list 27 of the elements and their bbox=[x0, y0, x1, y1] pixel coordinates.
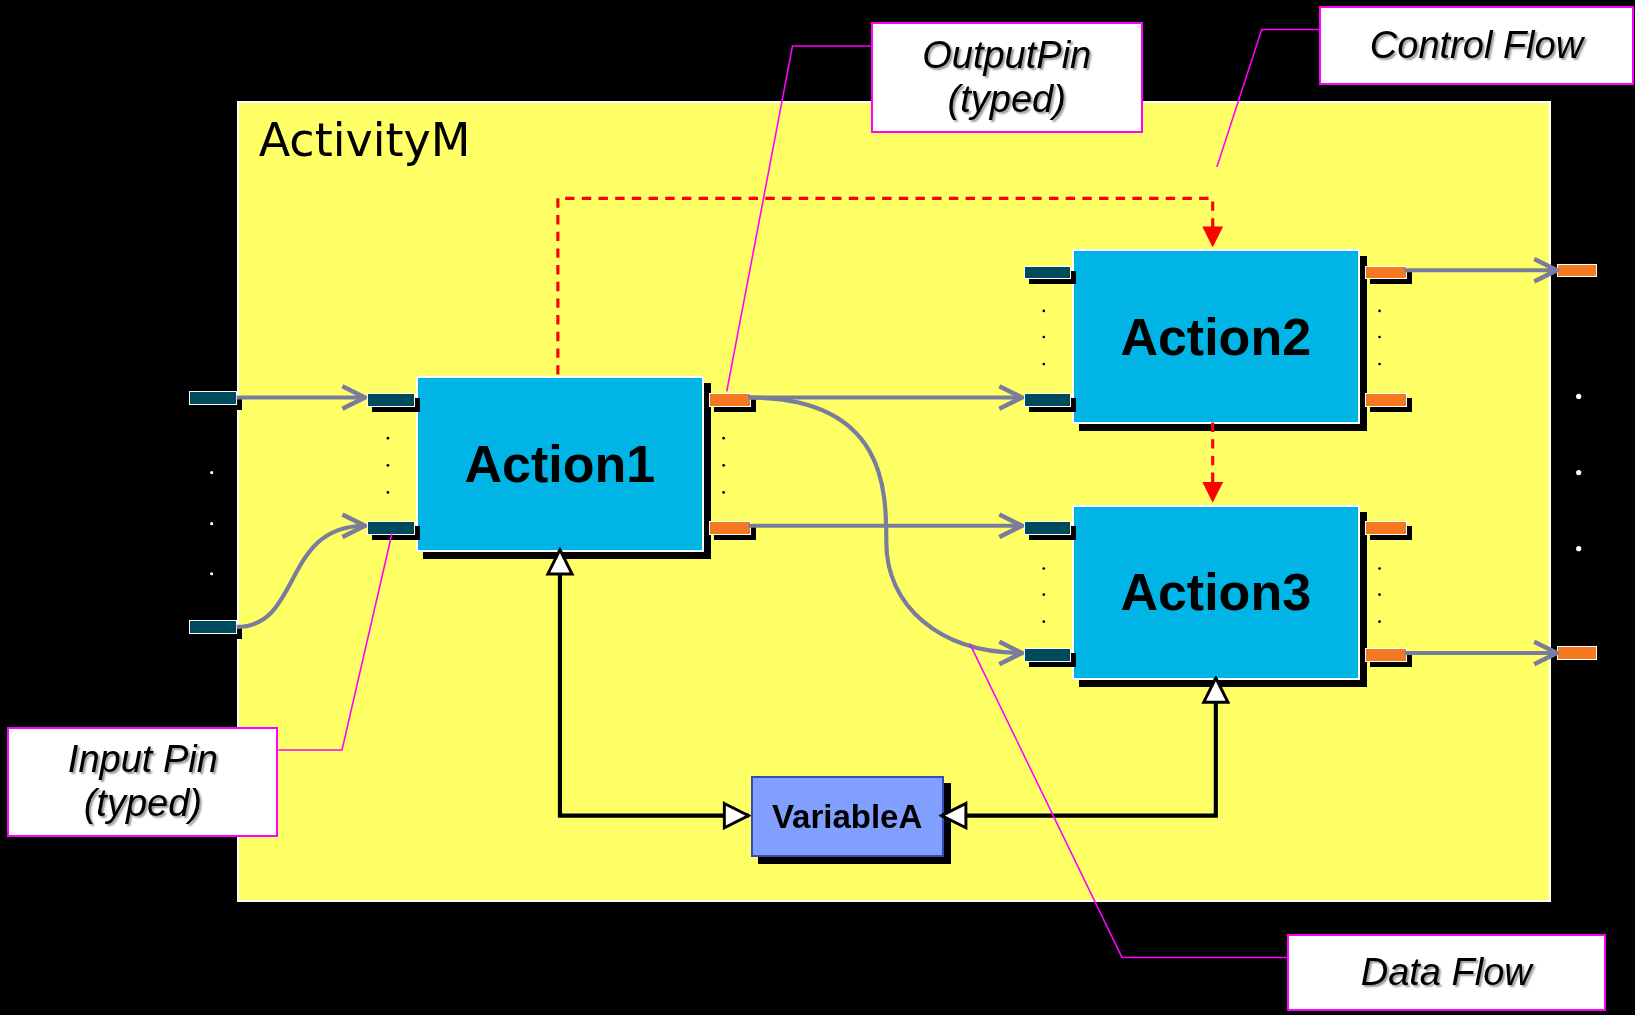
action-name: Action3 bbox=[1120, 566, 1312, 619]
leader-line bbox=[277, 532, 393, 751]
callout-text: Control Flow bbox=[1368, 24, 1586, 68]
object-flow-arrow bbox=[546, 548, 751, 830]
data-flow-arrow bbox=[236, 514, 368, 629]
action-name: Action2 bbox=[1120, 310, 1312, 363]
action-name: Action1 bbox=[464, 437, 656, 490]
callout-text: Data Flow bbox=[1359, 951, 1535, 995]
callout-text: Input Pin (typed) bbox=[66, 738, 219, 826]
data-flow-arrow bbox=[748, 512, 1025, 540]
callout-box bbox=[7, 726, 279, 838]
leader-line bbox=[1216, 28, 1320, 168]
callout-box bbox=[870, 21, 1143, 134]
callout-box bbox=[1319, 6, 1634, 86]
control-flow-arrow bbox=[1202, 422, 1224, 503]
variable-name: VariableA bbox=[771, 799, 923, 833]
data-flow-arrow bbox=[1404, 639, 1560, 667]
data-flow-arrow bbox=[748, 395, 1025, 666]
leader-line bbox=[726, 45, 872, 392]
activity-name: ActivityM bbox=[258, 117, 471, 164]
control-flow-arrow bbox=[556, 196, 1224, 375]
callout-text: OutputPin (typed) bbox=[921, 34, 1093, 122]
callout-box bbox=[1286, 934, 1606, 1012]
object-flow-arrow bbox=[940, 676, 1230, 830]
data-flow-arrow bbox=[236, 383, 368, 412]
data-flow-arrow bbox=[1404, 256, 1560, 284]
leader-line bbox=[968, 642, 1288, 959]
